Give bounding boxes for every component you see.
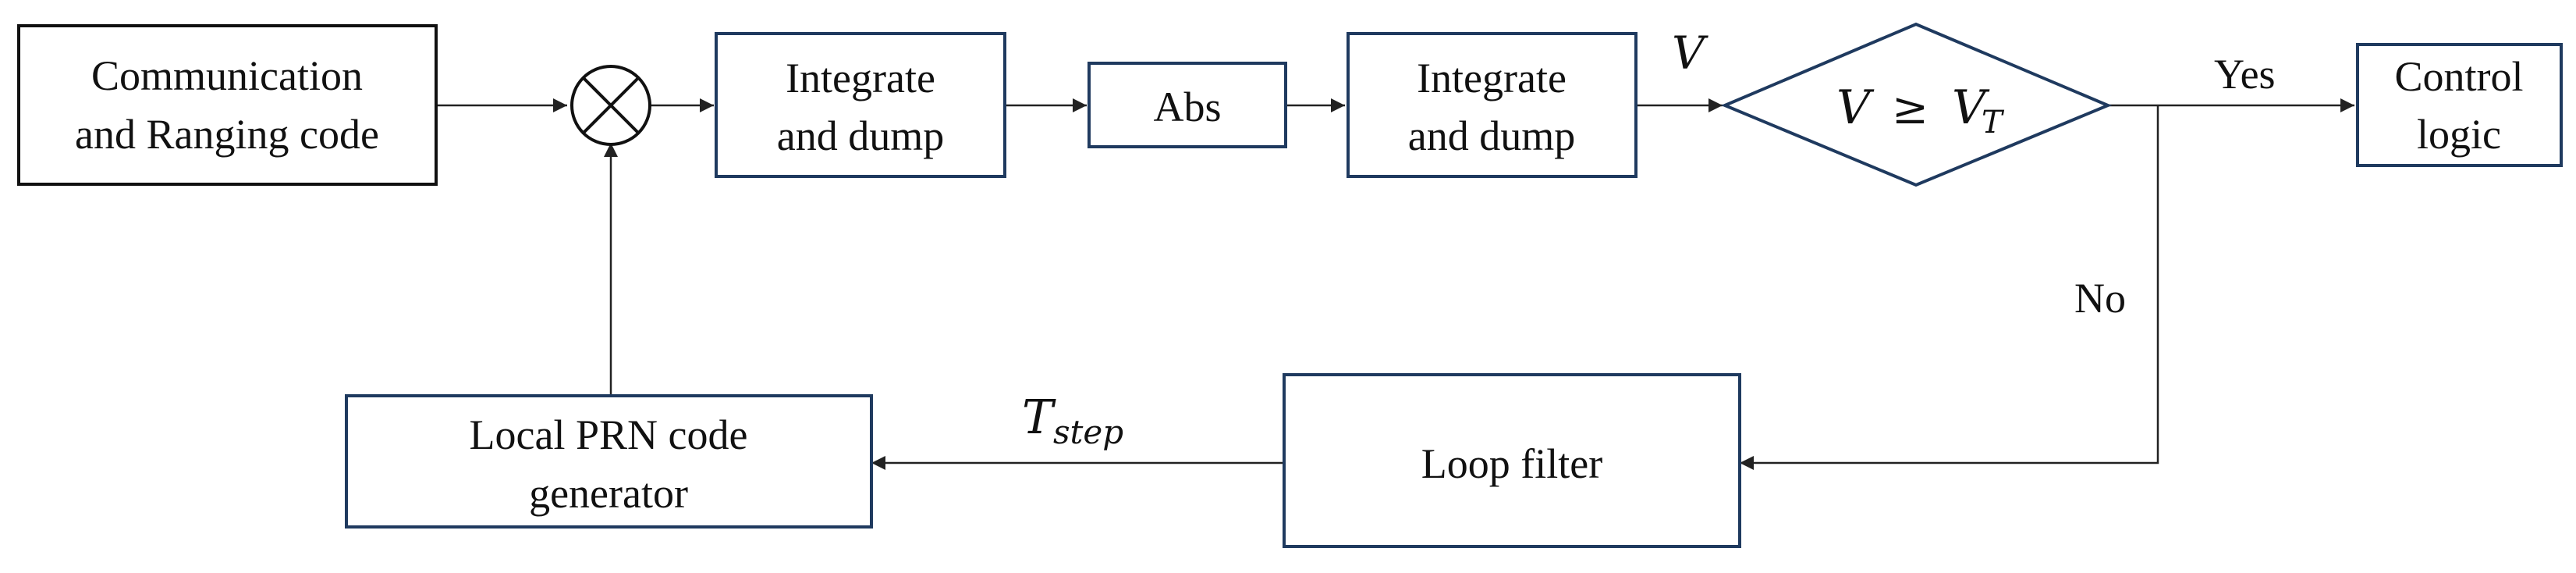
edge-label-no: No [2074, 275, 2126, 322]
decision-lhs: V [1836, 80, 1875, 135]
edge-label-v: V [1672, 27, 1708, 80]
edge-label-tstep: T [1022, 390, 1056, 445]
integrate1-line1: Integrate [786, 55, 935, 101]
decision-operator: ≥ [1892, 84, 1928, 134]
control-line1: Control [2394, 53, 2523, 100]
block-loop-filter: Loop filter [1283, 373, 1741, 548]
prn-line2: generator [529, 470, 688, 517]
edge-label-tstep-subscript: step [1053, 413, 1123, 451]
edge-label-yes: Yes [2214, 51, 2276, 98]
integrate2-line1: Integrate [1417, 55, 1567, 101]
decision-rhs-subscript: T [1982, 105, 2005, 141]
abs-label: Abs [1153, 84, 1221, 130]
block-communication-ranging-code: Communication and Ranging code [17, 24, 438, 186]
connectors [436, 98, 2354, 470]
comm-code-line1: Communication [91, 52, 363, 99]
block-control-logic: Control logic [2356, 43, 2563, 167]
decision-diamond: V ≥ V T [1720, 22, 2113, 187]
comm-code-line2: and Ranging code [75, 111, 379, 158]
integrate1-line2: and dump [777, 112, 944, 159]
block-integrate-and-dump-2: Integrate and dump [1347, 32, 1637, 178]
prn-line1: Local PRN code [470, 411, 748, 458]
block-abs: Abs [1088, 62, 1287, 148]
wire-decision-no-to-loop-filter [1740, 105, 2159, 470]
control-line2: logic [2417, 111, 2501, 158]
block-local-prn-generator: Local PRN code generator [345, 394, 873, 529]
decision-rhs: V [1952, 80, 1990, 135]
mixer-multiplier [570, 65, 651, 146]
integrate2-line2: and dump [1408, 112, 1575, 159]
block-integrate-and-dump-1: Integrate and dump [715, 32, 1006, 178]
loop-filter-label: Loop filter [1421, 440, 1602, 487]
